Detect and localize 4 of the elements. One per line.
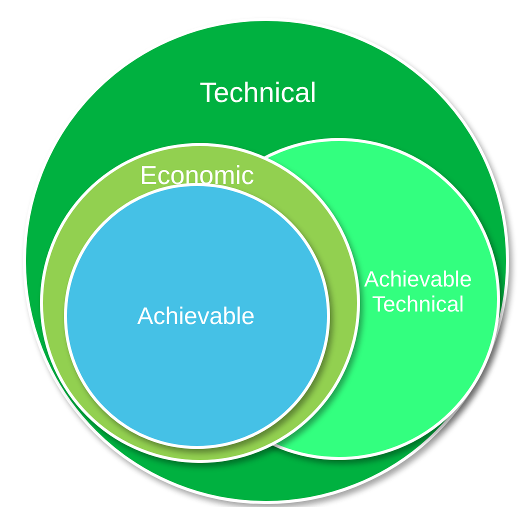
circle-label: Achievable [136,303,256,331]
circle-label: Economic [138,161,256,191]
circle-label: Technical [198,76,318,110]
circle-label: Achievable Technical [363,266,473,318]
